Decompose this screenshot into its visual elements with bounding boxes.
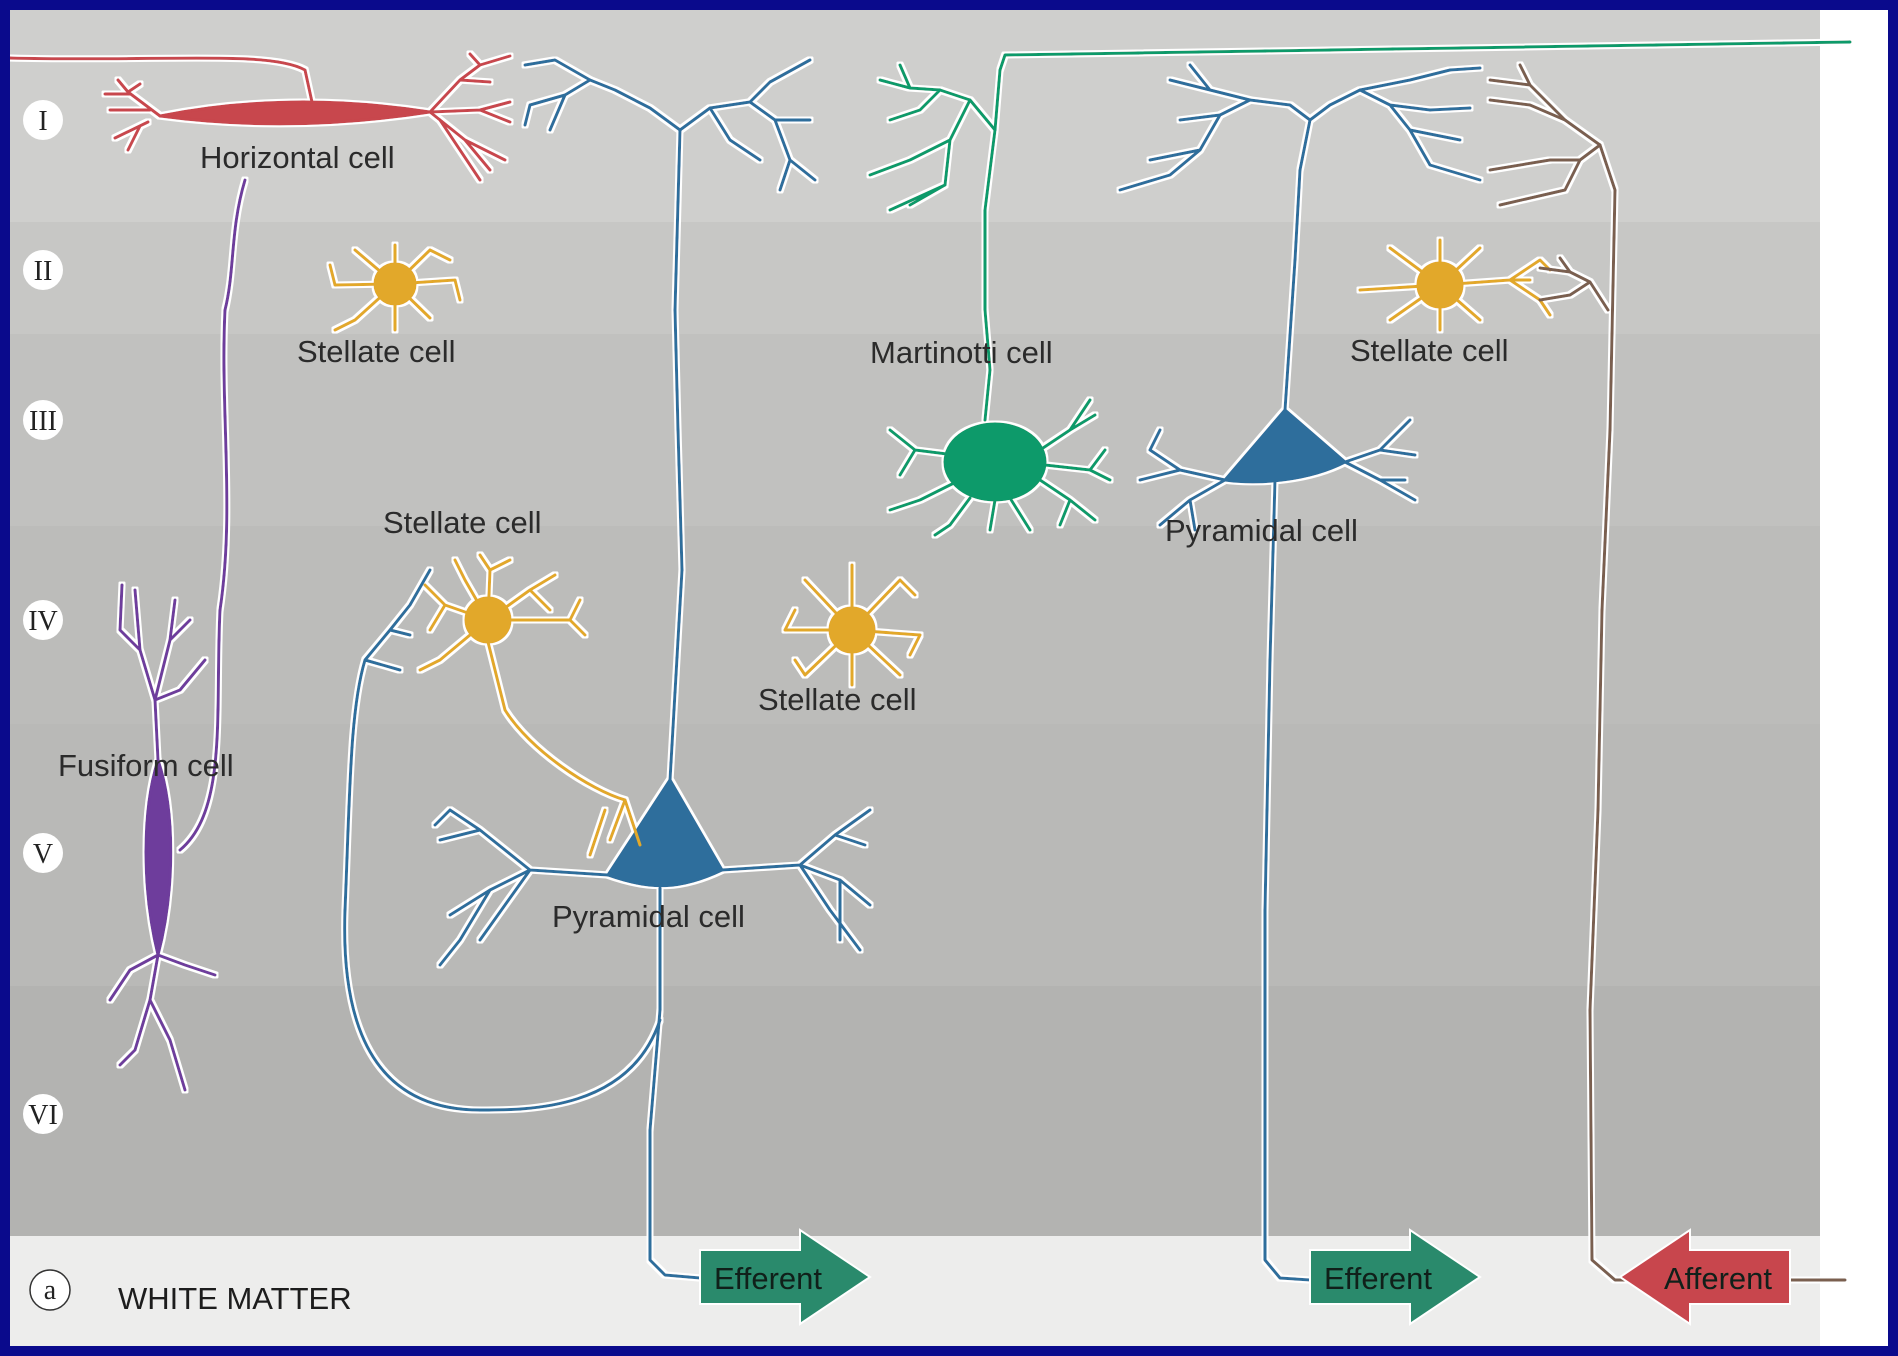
layer-band-4 [10, 526, 1820, 724]
efferent-arrow-left-label: Efferent [714, 1261, 822, 1296]
layer-numeral-1-text: I [38, 106, 47, 137]
stellate-cell-layer4-right [783, 563, 922, 687]
layer-band-5 [10, 724, 1820, 986]
layer-numeral-4-text: IV [28, 606, 58, 637]
layer-numeral-2: II [23, 250, 63, 290]
layer-numeral-5-text: V [33, 839, 53, 870]
white-matter-label: WHITE MATTER [118, 1281, 352, 1316]
stellate-cell-layer4-label: Stellate cell [758, 682, 917, 717]
cell-labels: Horizontal cell Stellate cell Martinotti… [58, 140, 1509, 934]
neurons [10, 40, 1852, 1282]
afferent-fiber [1488, 63, 1847, 1282]
afferent-arrow-label: Afferent [1664, 1261, 1772, 1296]
layer-numeral-3: III [23, 400, 63, 440]
layer-band-6 [10, 986, 1820, 1236]
efferent-arrow-left: Efferent [699, 1228, 872, 1326]
layer-band-3 [10, 334, 1820, 526]
panel-letter: a [29, 1269, 71, 1311]
layer-numeral-5: V [23, 833, 63, 873]
layer-bands [10, 10, 1820, 1346]
pyramidal-cell-right-label: Pyramidal cell [1165, 513, 1358, 548]
pyramidal-cell-left-label: Pyramidal cell [552, 899, 745, 934]
stellate-cell-layer2-left [328, 243, 462, 332]
panel-letter-text: a [44, 1275, 57, 1306]
efferent-arrow-right-label: Efferent [1324, 1261, 1432, 1296]
stellate-cell-layer2-left-label: Stellate cell [297, 334, 456, 369]
cortex-layers-diagram: I II III IV V VI [10, 10, 1852, 1346]
horizontal-cell-label: Horizontal cell [200, 140, 395, 175]
stellate-cell-layer4-left [418, 553, 642, 857]
martinotti-cell [868, 40, 1852, 537]
diagram-frame: I II III IV V VI [10, 10, 1888, 1346]
stellate-cell-layer3-label: Stellate cell [383, 505, 542, 540]
fusiform-cell [108, 178, 247, 1092]
pyramidal-cell-left [343, 58, 872, 1280]
layer-numeral-3-text: III [29, 406, 57, 437]
layer-numerals: I II III IV V VI [23, 100, 63, 1134]
layer-numeral-6: VI [23, 1094, 63, 1134]
white-matter-band [10, 1236, 1820, 1346]
layer-numeral-6-text: VI [28, 1100, 58, 1131]
fusiform-cell-label: Fusiform cell [58, 748, 234, 783]
afferent-arrow: Afferent [1618, 1228, 1791, 1326]
horizontal-cell [10, 52, 512, 182]
stellate-cell-layer2-right-label: Stellate cell [1350, 333, 1509, 368]
layer-band-2 [10, 222, 1820, 334]
efferent-arrow-right: Efferent [1309, 1228, 1482, 1326]
layer-numeral-1: I [23, 100, 63, 140]
pyramidal-cell-right [1118, 63, 1482, 1282]
martinotti-cell-label: Martinotti cell [870, 335, 1053, 370]
layer-numeral-4: IV [23, 600, 63, 640]
layer-numeral-2-text: II [34, 256, 53, 287]
